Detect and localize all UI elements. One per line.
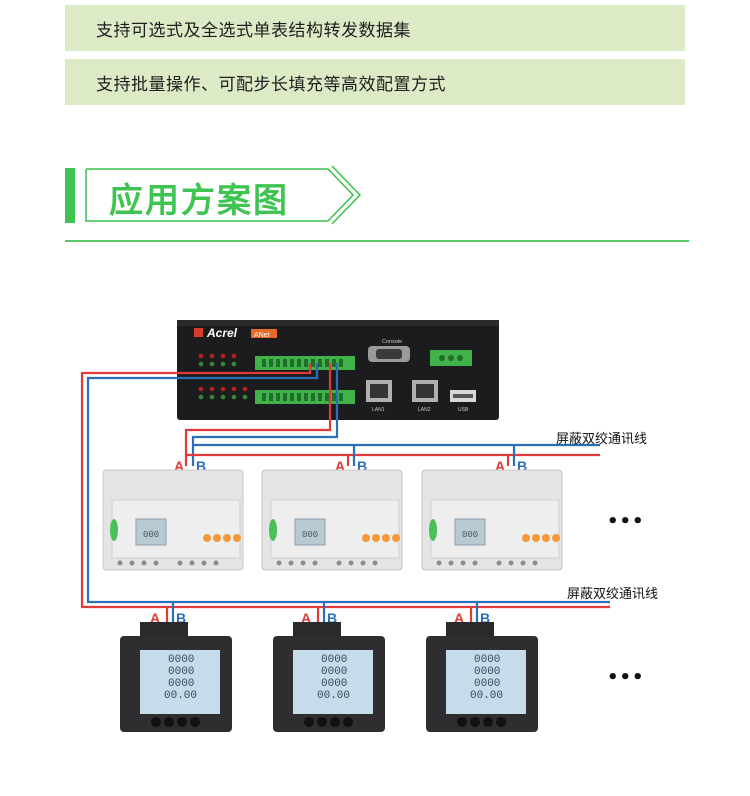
svg-text:0000: 0000 xyxy=(168,678,194,690)
svg-text:A: A xyxy=(174,458,184,474)
svg-text:USB: USB xyxy=(458,407,469,413)
svg-text:00.00: 00.00 xyxy=(317,690,350,702)
svg-text:LAN2: LAN2 xyxy=(418,407,431,413)
svg-text:B: B xyxy=(196,458,206,474)
panel-meter-1: 0000 0000 0000 00.00 xyxy=(120,622,232,732)
svg-text:Console: Console xyxy=(382,339,402,345)
svg-text:A: A xyxy=(454,610,464,626)
svg-text:0000: 0000 xyxy=(474,654,500,666)
svg-text:00.00: 00.00 xyxy=(470,690,503,702)
section-title: 应用方案图 xyxy=(109,181,289,221)
svg-text:00.00: 00.00 xyxy=(164,690,197,702)
svg-text:0000: 0000 xyxy=(168,654,194,666)
feature-item-2: 支持批量操作、可配步长填充等高效配置方式 xyxy=(65,59,685,105)
svg-text:A: A xyxy=(301,610,311,626)
svg-text:Acrel: Acrel xyxy=(206,326,238,340)
section-header: 应用方案图 xyxy=(65,165,365,225)
svg-text:0000: 0000 xyxy=(321,666,347,678)
svg-text:A: A xyxy=(495,458,505,474)
svg-text:0000: 0000 xyxy=(474,666,500,678)
arrow-frame-icon xyxy=(85,165,362,225)
feature-item-1: 支持可选式及全选式单表结构转发数据集 xyxy=(65,5,685,51)
svg-text:000: 000 xyxy=(302,530,318,540)
svg-text:B: B xyxy=(327,610,337,626)
svg-text:B: B xyxy=(176,610,186,626)
svg-text:0000: 0000 xyxy=(474,678,500,690)
svg-text:B: B xyxy=(517,458,527,474)
bus-label-row2: 屏蔽双绞通讯线 xyxy=(567,587,659,602)
feature-text: 支持批量操作、可配步长填充等高效配置方式 xyxy=(96,74,446,95)
svg-text:0000: 0000 xyxy=(321,654,347,666)
panel-meter-3: 0000 0000 0000 00.00 xyxy=(426,622,538,732)
rail-meter-2: 000 xyxy=(261,469,403,571)
svg-text:0000: 0000 xyxy=(321,678,347,690)
rail-meter-3: 000 xyxy=(421,469,563,571)
svg-text:0000: 0000 xyxy=(168,666,194,678)
svg-text:B: B xyxy=(480,610,490,626)
svg-text:B: B xyxy=(357,458,367,474)
acrel-logo-icon xyxy=(194,328,203,337)
bus-label-row1: 屏蔽双绞通讯线 xyxy=(556,432,648,447)
svg-text:000: 000 xyxy=(143,530,159,540)
svg-text:A: A xyxy=(335,458,345,474)
more-devices-indicator: ••• xyxy=(607,511,645,532)
svg-text:A: A xyxy=(150,610,160,626)
divider xyxy=(65,240,689,242)
svg-text:ANet: ANet xyxy=(254,332,270,339)
feature-text: 支持可选式及全选式单表结构转发数据集 xyxy=(96,20,411,41)
svg-text:000: 000 xyxy=(462,530,478,540)
rail-meter-1: 000 xyxy=(102,469,244,571)
more-devices-indicator: ••• xyxy=(607,667,645,688)
svg-text:LAN1: LAN1 xyxy=(372,407,385,413)
panel-meter-2: 0000 0000 0000 00.00 xyxy=(273,622,385,732)
accent-bar xyxy=(65,168,75,223)
